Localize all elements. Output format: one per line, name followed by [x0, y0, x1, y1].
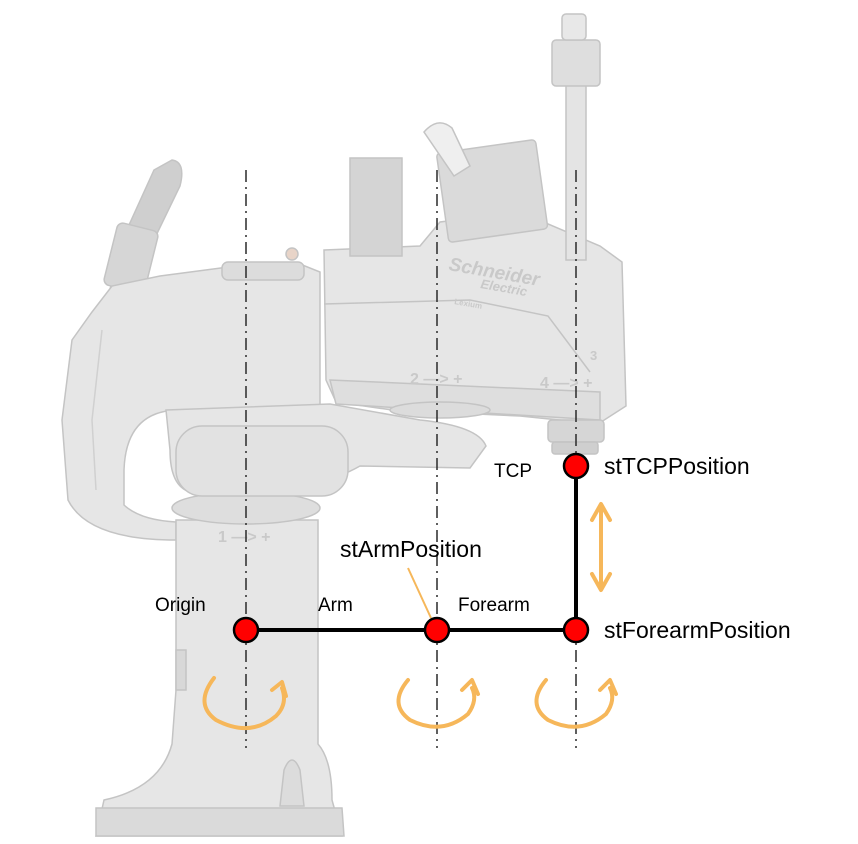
scara-robot-illustration — [61, 13, 627, 837]
tcp-position-point — [562, 452, 590, 480]
joint-points — [232, 452, 590, 644]
diagram-labels: Origin Arm Forearm TCP stArmPosition stF… — [155, 453, 791, 643]
st-tcp-position-label: stTCPPosition — [604, 453, 750, 479]
robot-joint2-marking: 2 —> + — [410, 371, 462, 388]
robot-joint3-marking: 3 — [590, 348, 597, 363]
robot-status-light — [285, 247, 299, 261]
origin-label: Origin — [155, 595, 206, 616]
motion-arrows — [202, 502, 618, 731]
st-arm-position-label: stArmPosition — [340, 536, 482, 562]
rotation-arrow-icon — [534, 678, 618, 729]
robot-quill — [565, 77, 587, 261]
robot-quill-top-block — [551, 39, 601, 87]
robot-elbow-fitting — [423, 122, 471, 178]
vertical-double-arrow-icon — [590, 502, 612, 592]
rotation-arrow-icon — [396, 678, 480, 729]
st-forearm-position-label: stForearmPosition — [604, 617, 791, 643]
robot-quill-cap — [561, 13, 587, 41]
robot-tool-flange — [551, 441, 599, 455]
robot-connector-panel — [349, 157, 403, 257]
kinematic-chain — [246, 466, 578, 632]
robot-column-cap — [221, 261, 305, 281]
robot-arm-lower — [175, 425, 349, 497]
rotation-arrow-icon — [202, 676, 288, 731]
origin-point — [232, 616, 260, 644]
robot-joint1-marking: 1 —> + — [218, 529, 270, 546]
arm-position-point — [423, 616, 451, 644]
robot-joint4-marking: 4 —> + — [540, 375, 592, 392]
robot-base-bracket — [279, 759, 305, 807]
arm-label: Arm — [318, 595, 353, 616]
forearm-position-point — [562, 616, 590, 644]
arm-position-pointer — [407, 567, 432, 619]
robot-base-foot — [95, 807, 345, 837]
robot-forearm-crease — [323, 299, 591, 373]
robot-column-inner-edge — [91, 329, 103, 491]
robot-pedestal-plate — [175, 649, 187, 691]
tcp-label: TCP — [494, 461, 532, 482]
robot-pedestal — [95, 519, 343, 837]
forearm-label: Forearm — [458, 595, 530, 616]
robot-joint2-housing — [389, 401, 491, 419]
